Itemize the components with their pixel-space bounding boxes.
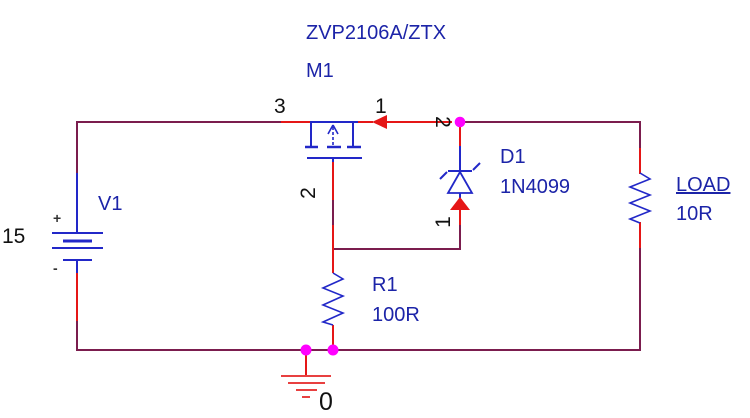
mosfet-ref-label[interactable]: M1 xyxy=(306,60,334,82)
junction-dot xyxy=(454,116,466,128)
mosfet-model-label[interactable]: ZVP2106A/ZTX xyxy=(306,22,447,44)
resistor-load-symbol[interactable] xyxy=(627,172,653,224)
battery-minus-sign: - xyxy=(53,260,58,276)
junction-dot xyxy=(300,344,312,356)
zener-symbol[interactable] xyxy=(439,146,481,198)
resistor-r1-symbol[interactable] xyxy=(320,272,346,326)
zener-pin2-number: 2 xyxy=(431,116,454,128)
battery-plus-sign: + xyxy=(53,210,62,226)
battery-symbol[interactable] xyxy=(52,173,103,273)
load-value-label[interactable]: 10R xyxy=(676,203,713,225)
mosfet-pin3-number: 3 xyxy=(274,95,286,118)
pin-stubs[interactable] xyxy=(76,121,641,375)
resistor-ref-label[interactable]: R1 xyxy=(372,274,398,296)
current-arrow-up-icon xyxy=(450,197,470,210)
resistor-value-label[interactable]: 100R xyxy=(372,304,420,326)
ground-symbol[interactable] xyxy=(281,375,331,398)
zener-ref-label[interactable]: D1 xyxy=(500,146,526,168)
battery-ref-label[interactable]: V1 xyxy=(98,193,123,215)
mosfet-pin2-number: 2 xyxy=(297,187,320,199)
zener-pin1-number: 1 xyxy=(432,216,455,228)
current-arrow-left-icon xyxy=(372,115,387,129)
mosfet-body-arrow-icon xyxy=(327,124,339,146)
mosfet-pin1-number: 1 xyxy=(375,95,387,118)
battery-value-label[interactable]: 15 xyxy=(2,225,26,248)
load-ref-label[interactable]: LOAD xyxy=(676,174,731,196)
wire-net[interactable] xyxy=(76,121,641,351)
ground-net-label: 0 xyxy=(319,388,333,416)
junction-dot xyxy=(327,344,339,356)
mosfet-symbol[interactable] xyxy=(305,121,362,162)
zener-model-label[interactable]: 1N4099 xyxy=(500,176,571,198)
